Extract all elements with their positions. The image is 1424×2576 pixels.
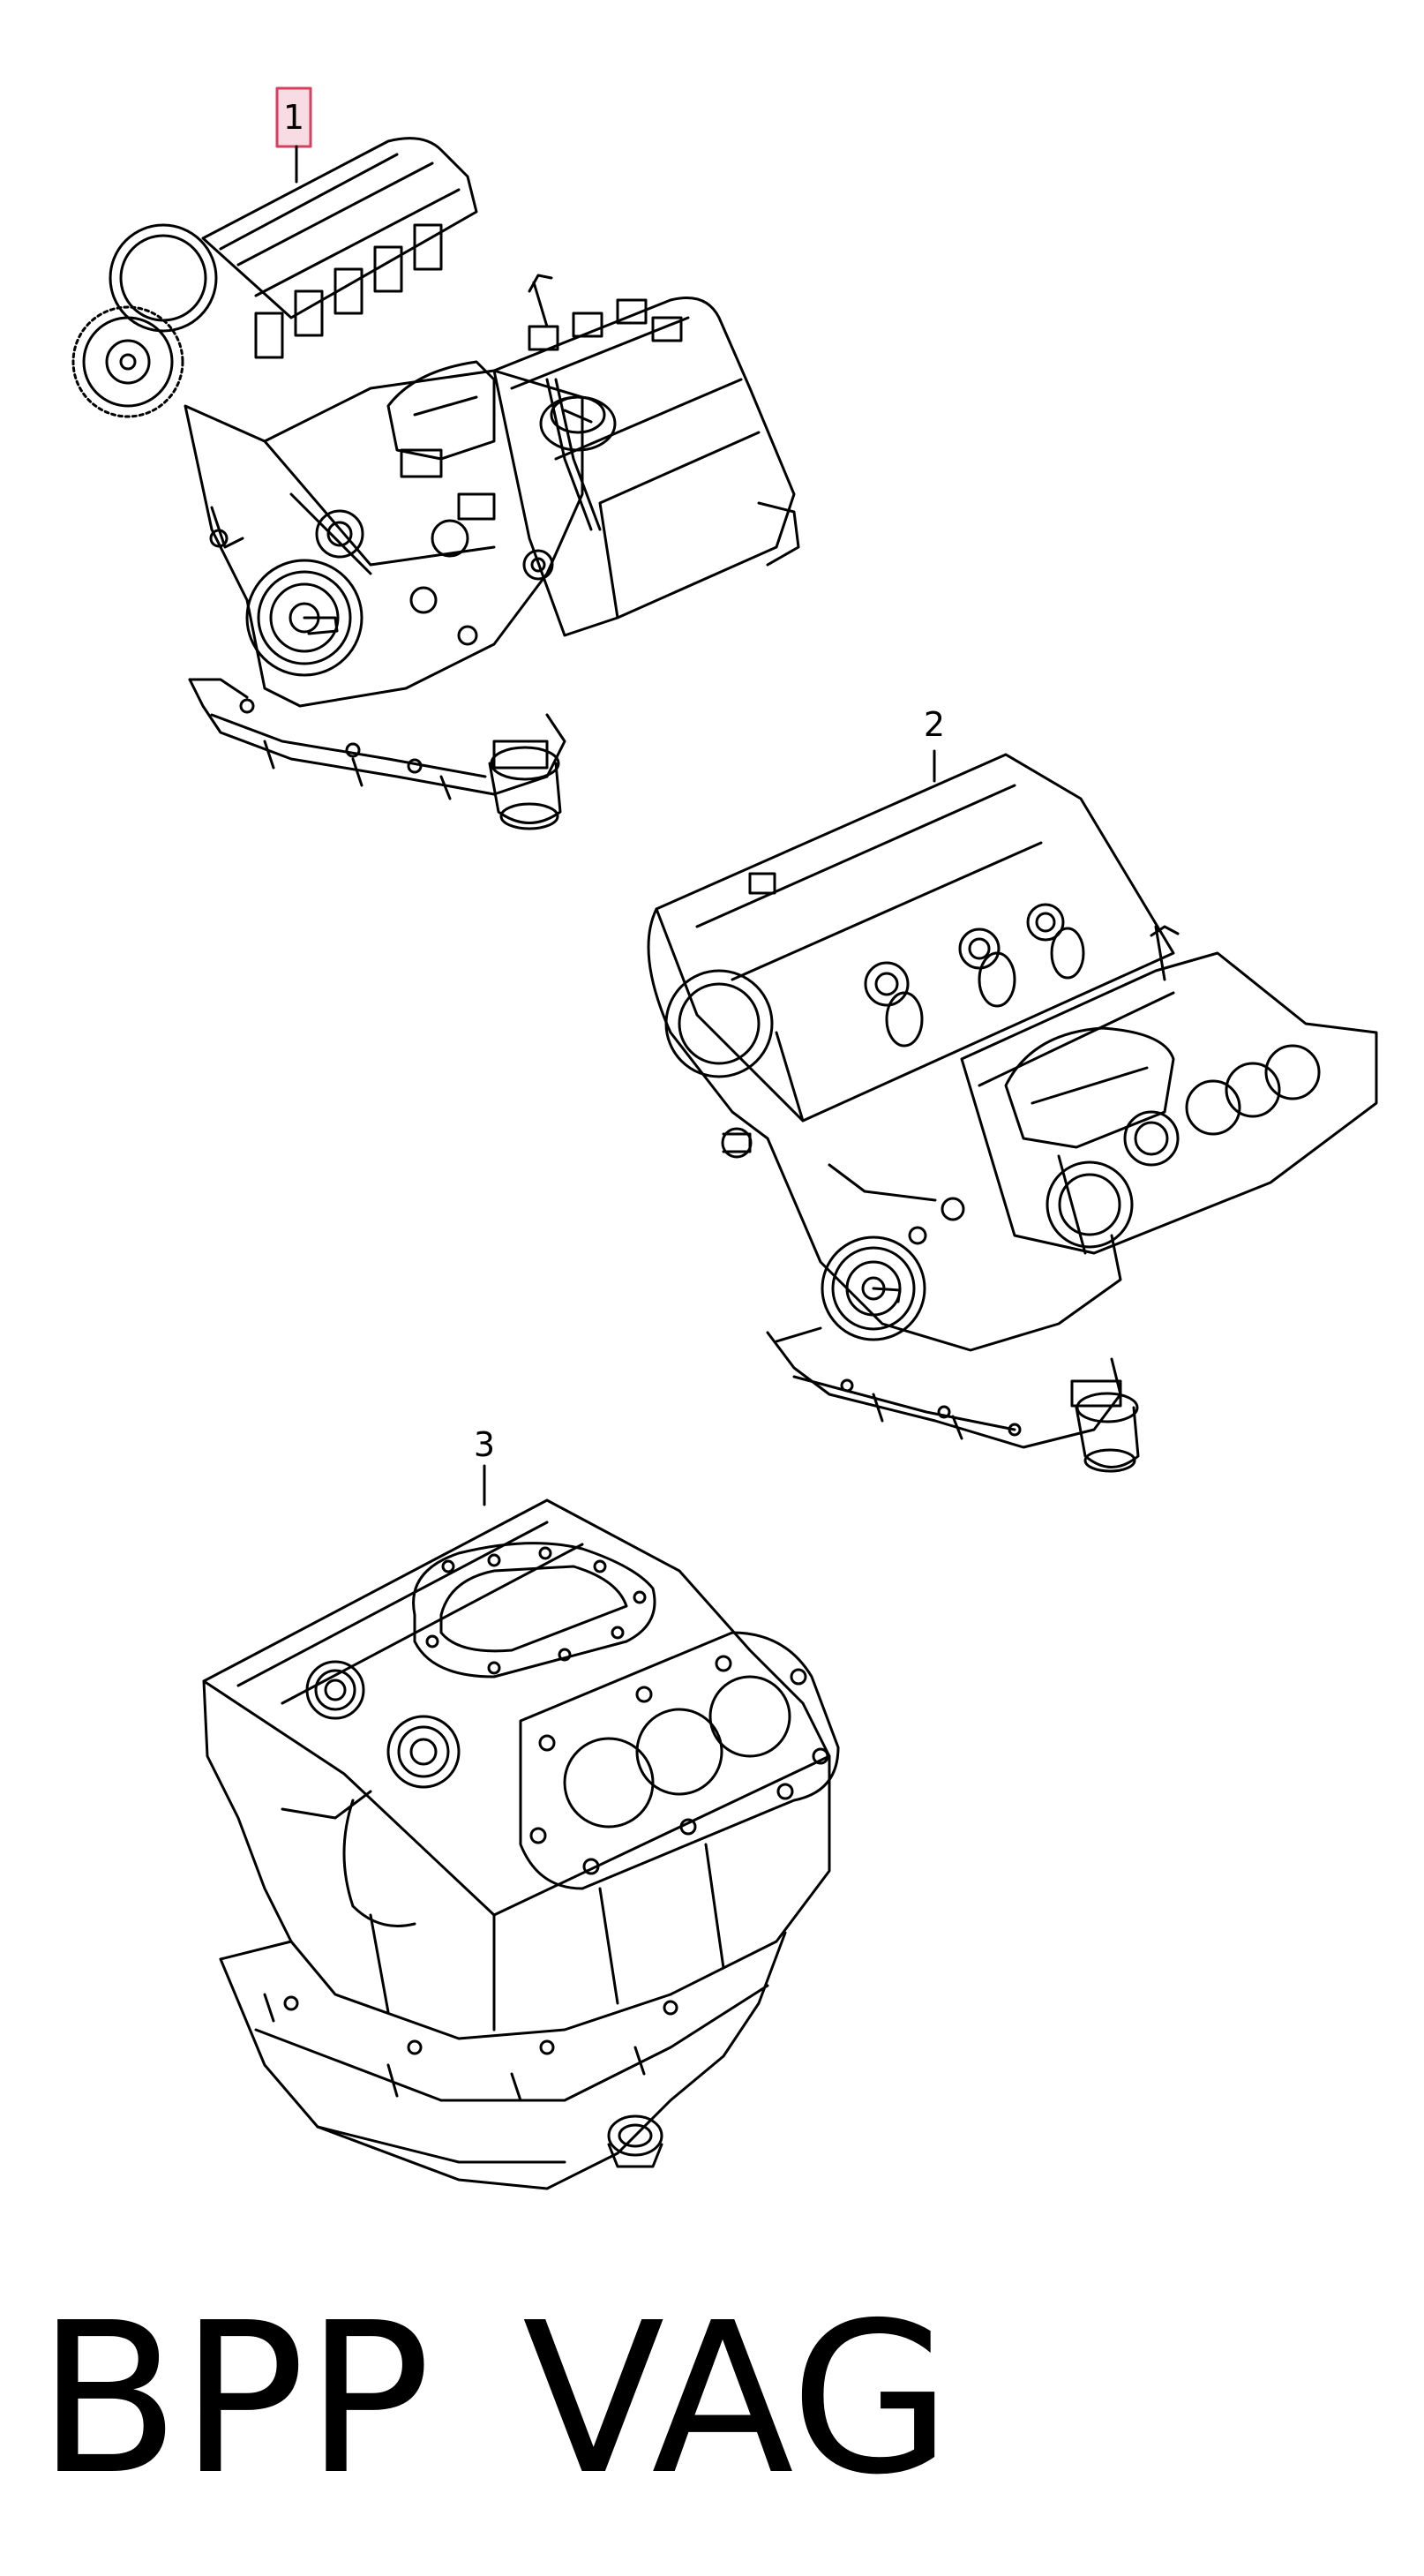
- short-block-illustration[interactable]: [202, 1464, 840, 2190]
- callout-1-label[interactable]: 1: [283, 98, 304, 137]
- long-block-illustration[interactable]: [647, 749, 1378, 1473]
- complete-engine-illustration[interactable]: [71, 86, 800, 830]
- brand-name: VAG: [522, 2278, 952, 2520]
- callout-3-label[interactable]: 3: [474, 1425, 495, 1464]
- callout-1-box[interactable]: [275, 86, 312, 148]
- engine-code: BPP: [37, 2278, 431, 2520]
- callout-2-label[interactable]: 2: [924, 705, 945, 744]
